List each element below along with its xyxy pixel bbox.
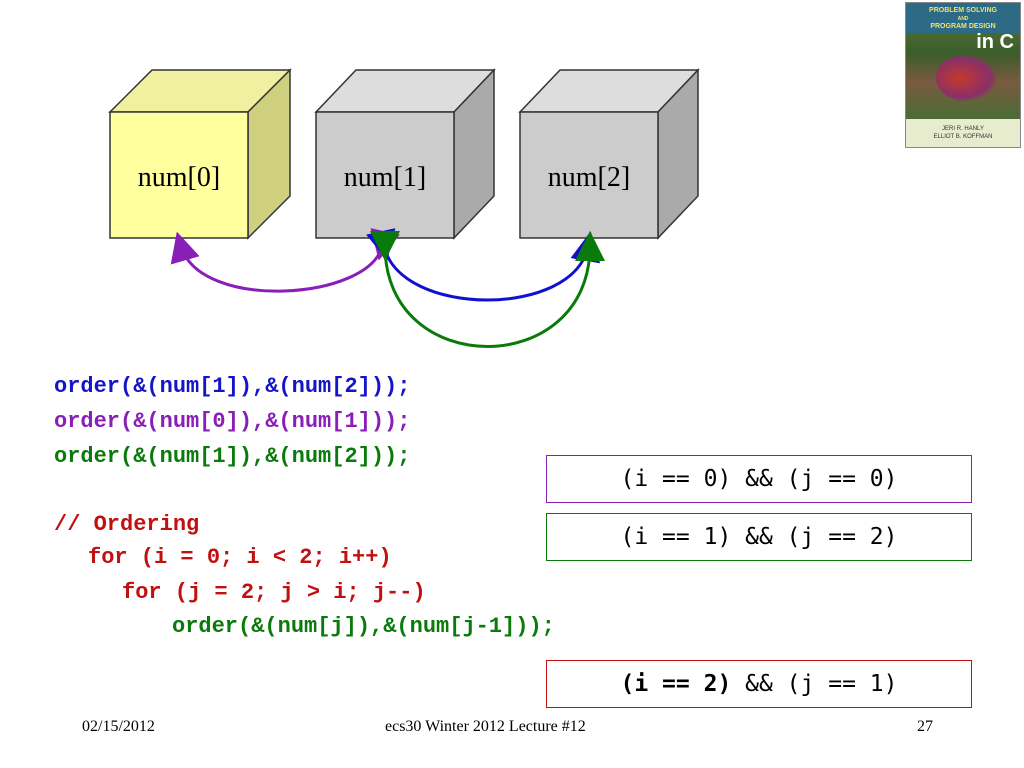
condition-text: (i == 0) && (j == 0) xyxy=(620,466,898,492)
book-cover-art xyxy=(936,55,996,101)
footer-page-number: 27 xyxy=(917,718,933,735)
book-cover-c-letter: in C xyxy=(976,31,1014,53)
code-line-order-1-2: order(&(num[1]),&(num[2])); xyxy=(54,374,411,399)
cube-num2-front xyxy=(519,111,659,239)
book-title-line: PROGRAM DESIGN xyxy=(930,23,996,30)
book-title-line: AND xyxy=(957,16,969,22)
condition-rest: && (j == 1) xyxy=(731,671,898,697)
cube-num0: num[0] xyxy=(108,68,292,240)
cube-num1-label: num[1] xyxy=(344,162,426,193)
condition-bold-part: (i == 2) xyxy=(620,671,732,697)
code-comment-ordering: // Ordering xyxy=(54,512,200,537)
footer-date: 02/15/2012 xyxy=(82,718,155,735)
cube-num1: num[1] xyxy=(314,68,496,240)
cube-num1-front xyxy=(315,111,455,239)
green-swap-arrow xyxy=(369,230,605,348)
book-cover-title: PROBLEM SOLVING AND PROGRAM DESIGN xyxy=(906,3,1020,33)
code-line-order-0-1: order(&(num[0]),&(num[1])); xyxy=(54,409,411,434)
cube-num0-front xyxy=(109,111,249,239)
book-cover-authors: JERI R. HANLY ELLIOT B. KOFFMAN xyxy=(906,119,1020,147)
condition-box-red: (i == 2) && (j == 1) xyxy=(546,660,972,708)
condition-box-green: (i == 1) && (j == 2) xyxy=(546,513,972,561)
code-line-order-1-2-again: order(&(num[1]),&(num[2])); xyxy=(54,444,411,469)
condition-text: (i == 1) && (j == 2) xyxy=(620,524,898,550)
condition-box-purple: (i == 0) && (j == 0) xyxy=(546,455,972,503)
blue-swap-arrow xyxy=(366,228,601,302)
book-title-line: PROBLEM SOLVING xyxy=(929,7,997,14)
purple-swap-arrow xyxy=(170,228,400,293)
code-for-i-loop: for (i = 0; i < 2; i++) xyxy=(88,545,392,570)
book-author: ELLIOT B. KOFFMAN xyxy=(933,134,993,140)
cube-num0-label: num[0] xyxy=(138,162,220,193)
code-for-j-loop: for (j = 2; j > i; j--) xyxy=(122,580,426,605)
footer-course: ecs30 Winter 2012 Lecture #12 xyxy=(385,718,586,735)
cube-num2-label: num[2] xyxy=(548,162,630,193)
code-order-call: order(&(num[j]),&(num[j-1])); xyxy=(172,614,555,639)
cube-num2: num[2] xyxy=(518,68,700,240)
book-author: JERI R. HANLY xyxy=(942,126,984,132)
book-cover-image: PROBLEM SOLVING AND PROGRAM DESIGN in C … xyxy=(905,2,1021,148)
